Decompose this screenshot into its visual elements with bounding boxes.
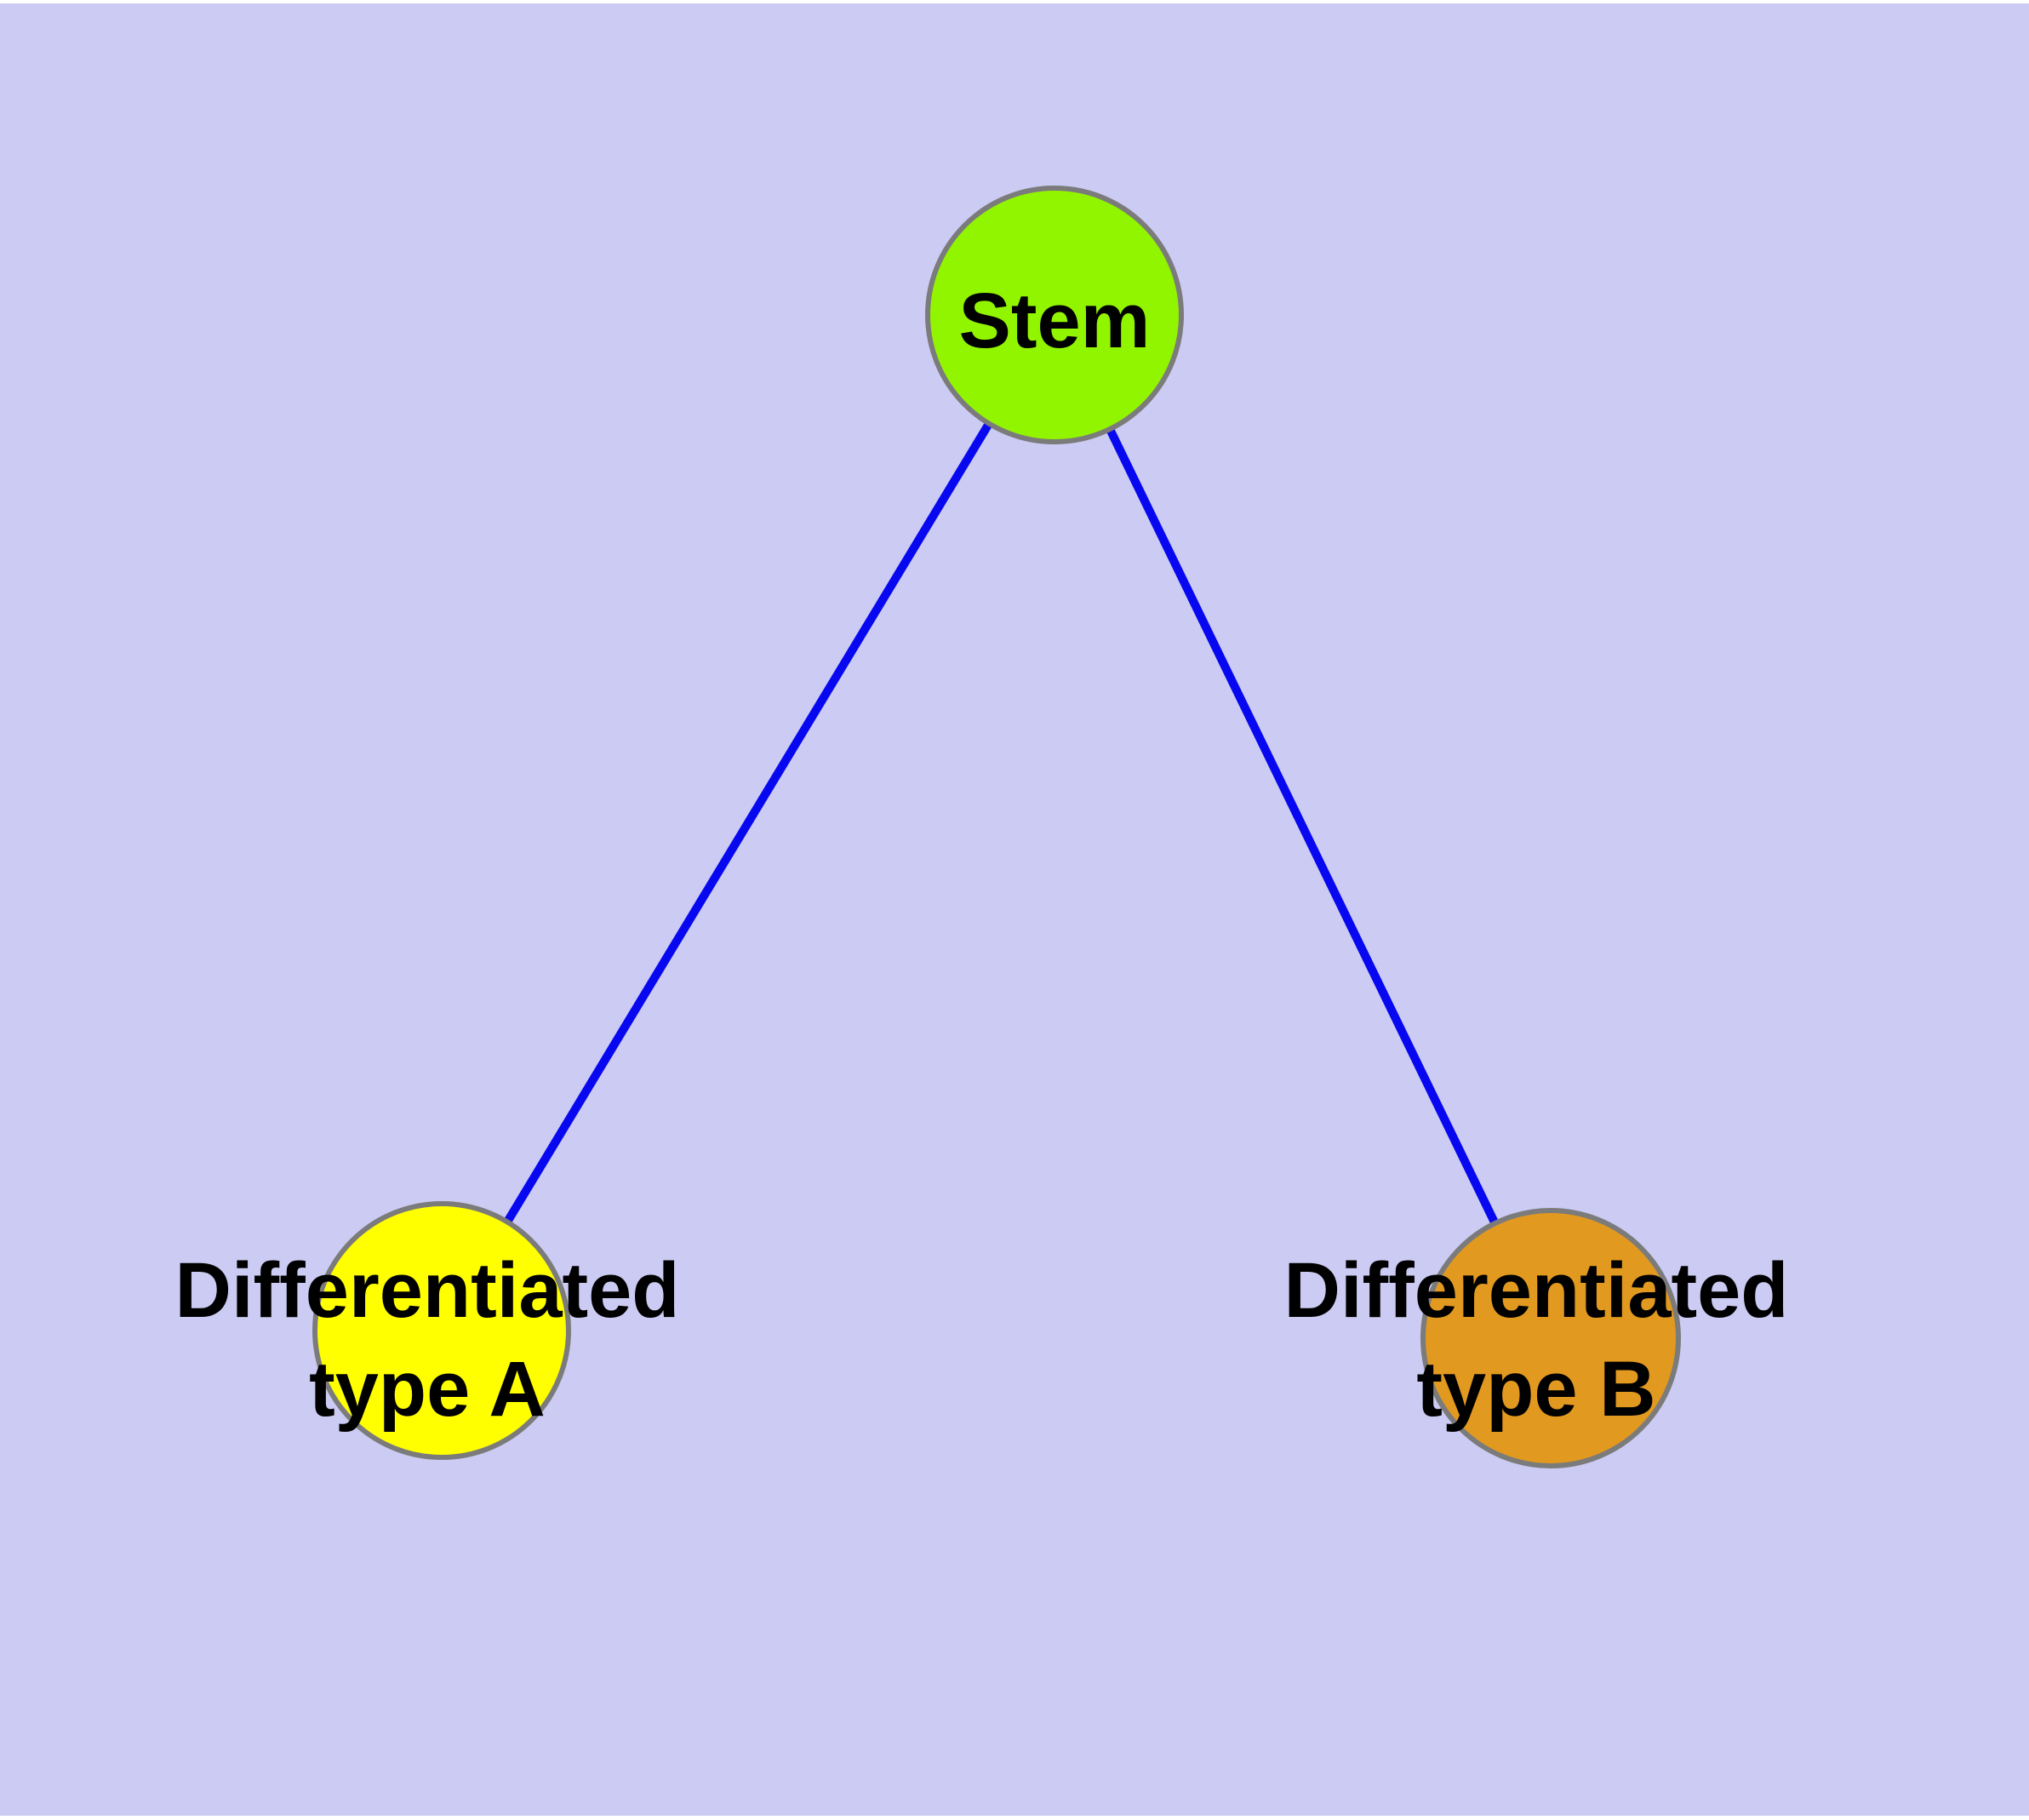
node-type-a-label-line2: type A (309, 1346, 546, 1433)
node-type-b-label-line1: Differentiated (1284, 1247, 1789, 1334)
node-type-a-label-line1: Differentiated (175, 1247, 680, 1334)
node-type-b-label-line2: type B (1416, 1346, 1655, 1433)
node-stem-label: Stem (959, 278, 1151, 364)
node-stem-circle (925, 186, 1184, 444)
edge-stem-to-type-b (1050, 312, 1555, 1341)
edge-stem-to-type-a (437, 312, 1059, 1333)
node-type-b-circle (1420, 1208, 1681, 1468)
node-type-a-circle (312, 1201, 571, 1460)
